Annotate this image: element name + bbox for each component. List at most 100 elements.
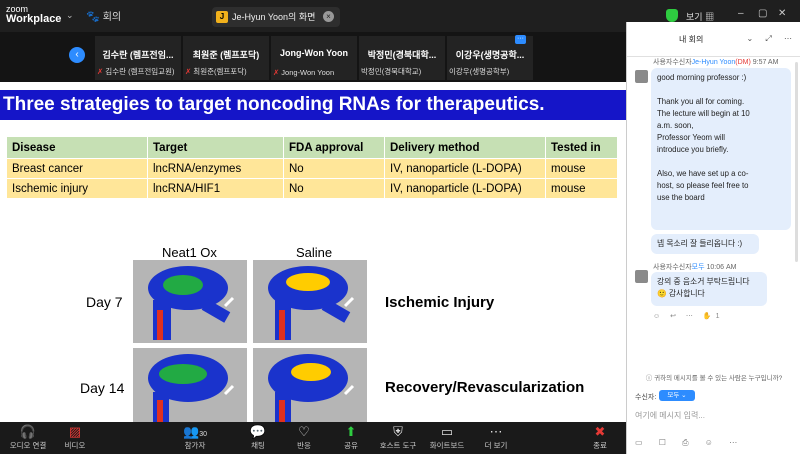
chat-message[interactable]: good morning professor :) Thank you all … — [651, 68, 791, 230]
recipient-name: 모두 — [691, 264, 705, 271]
message-meta: 사용자수신자Je-Hyun Yoon(DM) 9:57 AM — [653, 57, 778, 67]
end-button[interactable]: ✖종료 — [590, 424, 610, 451]
message-line: 강의 중 음소거 부탁드립니다 — [657, 277, 750, 286]
table-header: Disease — [6, 136, 148, 159]
table-cell: lncRNA/enzymes — [147, 158, 284, 179]
perfusion-image-neat1-day14 — [133, 348, 247, 422]
table-cell: No — [283, 158, 385, 179]
perfusion-image-neat1-day7 — [133, 260, 247, 343]
message-line: introduce you briefly. — [657, 145, 729, 154]
chat-button[interactable]: 💬채팅 — [246, 424, 270, 451]
chat-header: 내 회의 ⌄ ⤢ ⋯ — [627, 22, 800, 57]
participant-name: Jong-Won Yoon — [280, 48, 348, 58]
message-spacer — [657, 156, 785, 168]
table-header: Tested in — [545, 136, 618, 159]
more-label: 더 보기 — [484, 441, 508, 450]
window-close-icon[interactable]: ✕ — [778, 8, 787, 19]
more-options-icon[interactable]: ··· — [515, 35, 526, 44]
participant-tile[interactable]: 김수란 (렘프전임... ✗김수란 (렘프전임교원) — [95, 36, 181, 80]
more-button[interactable]: ⋯ 더 보기 — [484, 424, 508, 451]
close-icon[interactable]: × — [323, 11, 334, 22]
whiteboard-icon: ▭ — [440, 424, 454, 439]
table-cell: Ischemic injury — [6, 178, 148, 199]
minimize-icon[interactable]: – — [738, 8, 744, 19]
message-line: a.m. soon, — [657, 121, 694, 130]
table-header: Target — [147, 136, 284, 159]
message-reactions[interactable]: ☺ ↩ ⋯ ✋1 — [653, 313, 724, 320]
avatar — [635, 270, 648, 283]
recipient-select[interactable]: 모두 ⌄ — [659, 390, 695, 401]
share-label: 공유 — [344, 441, 358, 450]
video-off-icon: ▨ — [68, 424, 82, 439]
table-row: Breast cancer lncRNA/enzymes No IV, nano… — [6, 158, 618, 179]
chat-message[interactable]: 강의 중 음소거 부탁드립니다 🙂 감사합니다 — [651, 272, 767, 306]
table-cell: mouse — [545, 158, 618, 179]
participants-count: 30 — [199, 431, 207, 438]
table-cell: lncRNA/HIF1 — [147, 178, 284, 199]
chat-scrollbar[interactable] — [795, 62, 798, 262]
reactions-button[interactable]: ♡반응 — [292, 424, 316, 451]
participant-tile[interactable]: 박정민(경북대학... 박정민(경북대학교) — [359, 36, 445, 80]
title-bar: zoom Workplace ⌄ 🐾회의 J Je-Hyun Yoon의 화면 … — [0, 0, 626, 32]
meeting-label: 회의 — [102, 12, 122, 23]
recipient-value: 모두 — [667, 392, 680, 399]
participant-sub: ✗최원준(렘프포닥) — [185, 66, 269, 77]
screen-share-indicator[interactable]: J Je-Hyun Yoon의 화면 × — [212, 7, 340, 27]
video-label: 비디오 — [64, 441, 86, 450]
more-icon: ⋯ — [489, 424, 503, 439]
message-meta: 사용자수신자모두 10:06 AM — [653, 262, 736, 272]
audio-button[interactable]: 🎧오디오 연결 — [8, 424, 48, 451]
table-cell: No — [283, 178, 385, 199]
zoom-logo: zoom Workplace — [6, 4, 61, 25]
shield-icon[interactable] — [666, 9, 678, 22]
chat-message[interactable]: 넵 목소리 잘 들리옵니다 :) — [651, 234, 759, 254]
column-label-saline: Saline — [296, 245, 333, 260]
participant-sub: 박정민(경북대학교) — [361, 66, 445, 77]
message-line: use the board — [657, 193, 705, 202]
meeting-menu[interactable]: 🐾회의 — [86, 8, 121, 23]
participant-name: 최원준 (렘프포닥) — [192, 50, 260, 60]
host-tools-label: 호스트 도구 — [379, 441, 417, 450]
view-button[interactable]: 보기 ▦ — [686, 12, 715, 22]
perfusion-image-saline-day14 — [253, 348, 367, 422]
reactions-label: 반응 — [297, 441, 311, 450]
message-line: 🙂 감사합니다 — [657, 289, 705, 298]
shared-slide: Three strategies to target noncoding RNA… — [0, 82, 626, 422]
table-header-row: Disease Target FDA approval Delivery met… — [6, 136, 618, 159]
message-line: Professor Yeom will — [657, 133, 726, 142]
mic-muted-icon: ✗ — [273, 68, 280, 77]
participant-tile[interactable]: Jong-Won Yoon ✗Jong-Won Yoon — [271, 36, 357, 80]
chat-header-icons[interactable]: ⌄ ⤢ ⋯ — [746, 34, 797, 43]
avatar — [635, 70, 648, 83]
participants-label: 참가자 — [184, 441, 206, 450]
perfusion-image-saline-day7 — [253, 260, 367, 343]
slide-title: Three strategies to target noncoding RNA… — [0, 90, 626, 120]
strip-prev-button[interactable]: ‹ — [69, 47, 85, 63]
table-cell: mouse — [545, 178, 618, 199]
slide-table: Disease Target FDA approval Delivery met… — [6, 136, 618, 199]
participant-sub-label: Jong-Won Yoon — [281, 68, 335, 77]
video-button[interactable]: ▨ 비디오 — [60, 424, 90, 451]
table-cell: IV, nanoparticle (L-DOPA) — [384, 158, 546, 179]
message-time: 9:57 AM — [752, 59, 779, 66]
participant-name: 이강우(생명공학... — [455, 50, 525, 60]
maximize-icon[interactable]: ▢ — [758, 8, 768, 19]
message-line: host, so please feel free to — [657, 181, 749, 190]
chat-title: 내 회의 — [679, 35, 704, 44]
participant-sub: ✗김수란 (렘프전임교원) — [97, 66, 181, 77]
paw-icon: 🐾 — [86, 11, 100, 23]
chat-input-tools[interactable]: ▭ ☐ ⎙ ☺ ⋯ — [635, 438, 745, 447]
table-header: FDA approval — [283, 136, 385, 159]
chat-input[interactable]: 여기에 메시지 입력... — [635, 411, 705, 420]
participant-tile[interactable]: 최원준 (렘프포닥) ✗최원준(렘프포닥) — [183, 36, 269, 80]
end-icon: ✖ — [594, 424, 606, 439]
chevron-down-icon[interactable]: ⌄ — [66, 10, 74, 20]
view-label: 보기 — [686, 12, 703, 22]
whiteboard-button[interactable]: ▭ 화이트보드 — [428, 424, 466, 451]
share-button[interactable]: ⬆공유 — [340, 424, 362, 451]
whiteboard-label: 화이트보드 — [429, 441, 465, 450]
host-tools-button[interactable]: ⛨호스트 도구 — [378, 424, 418, 451]
share-initial-icon: J — [216, 11, 228, 23]
visibility-note[interactable]: ⓘ 귀하의 메시지를 볼 수 있는 사람은 누구입니까? — [627, 372, 800, 382]
